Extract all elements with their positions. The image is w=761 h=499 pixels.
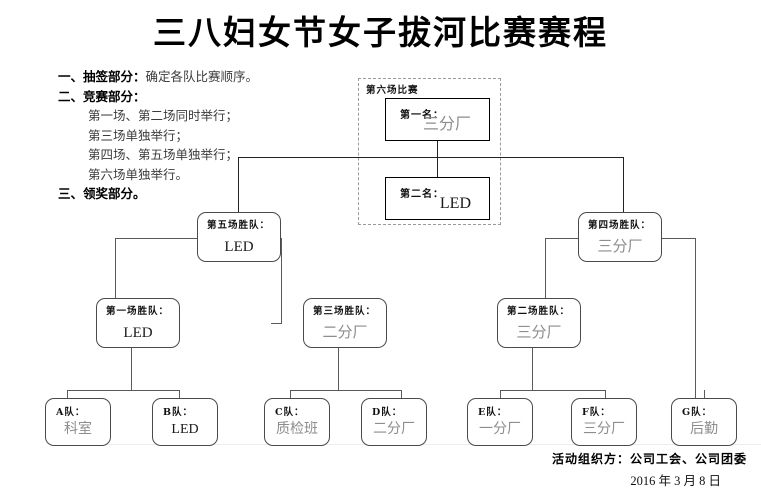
note-body: 确定各队比赛顺序。 bbox=[145, 70, 259, 84]
connector-match3-stem bbox=[338, 323, 339, 390]
footer: 活动组织方：公司工会、公司团委 2016 年 3 月 8 日 bbox=[552, 450, 747, 489]
note-line: 第三场单独举行； bbox=[58, 127, 358, 147]
node-team-d[interactable]: D队： 二分厂 bbox=[361, 398, 427, 446]
node-value: LED bbox=[171, 422, 199, 437]
note-line: 第四场、第五场单独举行； bbox=[58, 146, 358, 166]
page-title: 三八妇女节女子拔河比赛赛程 bbox=[153, 13, 608, 52]
final-match-group-label: 第六场比赛 bbox=[366, 85, 419, 96]
node-value: 二分厂 bbox=[373, 422, 415, 437]
connector-match3-entry bbox=[271, 323, 282, 324]
node-team-f[interactable]: F队： 三分厂 bbox=[571, 398, 637, 446]
node-label: 第二场胜队： bbox=[507, 306, 571, 317]
node-label: 第五场胜队： bbox=[207, 220, 271, 231]
node-team-c[interactable]: C队： 质检班 bbox=[264, 398, 330, 446]
final-match-group bbox=[358, 78, 501, 225]
node-match1-winner[interactable]: 第一场胜队： LED bbox=[96, 298, 180, 348]
note-line: 第一场、第二场同时举行； bbox=[58, 107, 358, 127]
node-label: 第二名： bbox=[400, 189, 444, 200]
node-match2-winner[interactable]: 第二场胜队： 三分厂 bbox=[497, 298, 581, 348]
note-line: 一、抽签部分：确定各队比赛顺序。 bbox=[58, 68, 358, 88]
connector-team-a-drop bbox=[67, 390, 68, 398]
node-team-a[interactable]: A队： 科室 bbox=[45, 398, 111, 446]
node-value: 一分厂 bbox=[479, 422, 521, 437]
note-body: 第一场、第二场同时举行； bbox=[88, 109, 239, 123]
connector-team-c-drop bbox=[290, 390, 291, 398]
node-team-e[interactable]: E队： 一分厂 bbox=[467, 398, 533, 446]
node-match5-winner[interactable]: 第五场胜队： LED bbox=[197, 212, 281, 262]
connector-match1-stem bbox=[131, 323, 132, 390]
connector-match2-teams-spine bbox=[500, 390, 605, 391]
node-value: LED bbox=[224, 239, 254, 255]
note-body: 第六场单独举行。 bbox=[88, 167, 189, 182]
node-label: 第一名： bbox=[400, 110, 444, 121]
node-value: 后勤 bbox=[690, 422, 718, 437]
note-heading: 一、抽签部分： bbox=[58, 70, 146, 84]
note-heading: 三、领奖部分。 bbox=[58, 187, 146, 201]
note-body: 第三场单独举行； bbox=[88, 128, 189, 143]
connector-team-d-drop bbox=[401, 390, 402, 398]
node-label: F队： bbox=[582, 407, 611, 418]
connector-semifinal-spine bbox=[238, 157, 624, 158]
connector-match4-left-drop bbox=[545, 238, 546, 323]
node-value: 质检班 bbox=[276, 422, 318, 437]
connector-match3-teams-spine bbox=[290, 390, 401, 391]
node-first-place[interactable]: 第一名： 三分厂 bbox=[385, 98, 490, 141]
note-line: 三、领奖部分。 bbox=[58, 185, 358, 205]
note-body: 第四场、第五场单独举行； bbox=[88, 148, 239, 162]
node-label: E队： bbox=[478, 407, 508, 418]
node-match3-winner[interactable]: 第三场胜队： 二分厂 bbox=[303, 298, 387, 348]
node-value: 三分厂 bbox=[597, 239, 643, 255]
node-label: D队： bbox=[372, 407, 403, 418]
connector-match4-right-drop bbox=[695, 238, 696, 405]
node-value: LED bbox=[123, 325, 153, 341]
node-label: 第一场胜队： bbox=[106, 306, 170, 317]
node-value: 三分厂 bbox=[516, 325, 562, 341]
node-match4-winner[interactable]: 第四场胜队： 三分厂 bbox=[578, 212, 662, 262]
connector-team-b-drop bbox=[179, 390, 180, 398]
footer-organizer: 活动组织方：公司工会、公司团委 bbox=[551, 452, 747, 466]
node-label: B队： bbox=[163, 407, 194, 418]
node-team-g[interactable]: G队： 后勤 bbox=[671, 398, 737, 446]
notes-block: 一、抽签部分：确定各队比赛顺序。 二、竞赛部分： 第一场、第二场同时举行； 第三… bbox=[58, 68, 358, 205]
node-value: 三分厂 bbox=[583, 422, 625, 437]
node-value: 三分厂 bbox=[422, 116, 471, 133]
note-line: 第六场单独举行。 bbox=[58, 166, 358, 186]
node-label: 第四场胜队： bbox=[588, 220, 652, 231]
connector-match5-right-drop bbox=[281, 238, 282, 323]
connector-match1-teams-spine bbox=[67, 390, 179, 391]
node-value: 二分厂 bbox=[322, 325, 368, 341]
node-value: LED bbox=[439, 195, 471, 212]
connector-team-g-drop bbox=[704, 390, 705, 405]
connector-semifinal-left-drop bbox=[238, 157, 239, 212]
footer-date: 2016 年 3 月 8 日 bbox=[630, 474, 721, 488]
note-line: 二、竞赛部分： bbox=[58, 88, 358, 108]
node-label: G队： bbox=[682, 407, 713, 418]
connector-semifinal-right-drop bbox=[623, 157, 624, 212]
node-team-b[interactable]: B队： LED bbox=[152, 398, 218, 446]
note-heading: 二、竞赛部分： bbox=[58, 89, 146, 104]
connector-match2-stem bbox=[532, 323, 533, 390]
node-label: C队： bbox=[275, 407, 305, 418]
node-second-place[interactable]: 第二名： LED bbox=[385, 177, 490, 220]
connector-team-e-drop bbox=[500, 390, 501, 398]
node-label: 第三场胜队： bbox=[313, 306, 377, 317]
node-label: A队： bbox=[56, 407, 86, 418]
connector-match5-left-drop bbox=[115, 238, 116, 323]
connector-final-vertical bbox=[437, 141, 438, 177]
connector-team-f-drop bbox=[605, 390, 606, 398]
node-value: 科室 bbox=[64, 422, 92, 437]
